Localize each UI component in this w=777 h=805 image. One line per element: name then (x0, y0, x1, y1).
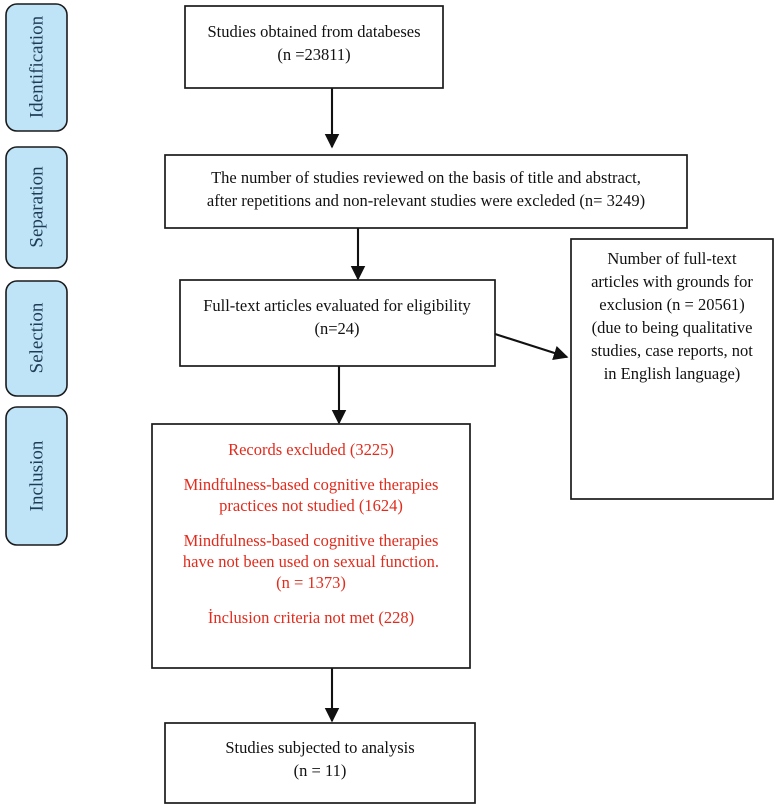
box-full-text-excluded-line-2: articles with grounds for (591, 272, 753, 291)
box-included-rect (164, 722, 476, 804)
stage-identification-box (5, 3, 68, 132)
records-excluded-group-2-line-1: Mindfulness-based cognitive therapies (184, 475, 439, 494)
box-screening-line-1: The number of studies reviewed on the ba… (211, 168, 641, 187)
box-screening: The number of studies reviewed on the ba… (164, 154, 688, 229)
connectors (324, 88, 569, 723)
records-excluded-group-1-line-1: Records excluded (3225) (228, 440, 394, 459)
stage-separation-label: Separation (26, 166, 47, 248)
box-eligibility: Full-text articles evaluated for eligibi… (179, 279, 496, 367)
connector-eligibility-to-full-text-excluded (494, 332, 569, 360)
box-full-text-excluded: Number of full-text articles with ground… (570, 238, 774, 500)
box-full-text-excluded-line-6: in English language) (604, 364, 741, 383)
box-records-excluded: Records excluded (3225) Mindfulness-base… (151, 423, 471, 669)
box-identification-line-1: Studies obtained from databeses (207, 22, 420, 41)
stage-selection: Selection (5, 280, 68, 397)
stage-inclusion-box (5, 406, 68, 546)
stage-rail: Identification Separation Selection Incl… (5, 3, 68, 546)
box-included-line-2: (n = 11) (294, 761, 347, 780)
stage-separation: Separation (5, 146, 68, 269)
box-screening-line-2: after repetitions and non-relevant studi… (207, 191, 645, 210)
box-full-text-excluded-line-1: Number of full-text (607, 249, 737, 268)
records-excluded-group-3-line-1: Mindfulness-based cognitive therapies (184, 531, 439, 550)
box-screening-rect (164, 154, 688, 229)
stage-inclusion-label: Inclusion (26, 440, 47, 511)
box-full-text-excluded-line-5: studies, case reports, not (591, 341, 753, 360)
box-records-excluded-rect (151, 423, 471, 669)
box-included-line-1: Studies subjected to analysis (225, 738, 414, 757)
records-excluded-group-3-line-2: have not been used on sexual function. (183, 552, 439, 571)
records-excluded-group-2-line-2: practices not studied (1624) (219, 496, 403, 515)
box-eligibility-line-1: Full-text articles evaluated for eligibi… (203, 296, 471, 315)
box-identification: Studies obtained from databeses (n =2381… (184, 5, 444, 89)
records-excluded-group-3-line-3: (n = 1373) (276, 573, 346, 592)
stage-identification: Identification (5, 3, 68, 132)
box-eligibility-line-2: (n=24) (314, 319, 359, 338)
box-full-text-excluded-line-4: (due to being qualitative (592, 318, 753, 337)
stage-selection-box (5, 280, 68, 397)
box-identification-rect (184, 5, 444, 89)
records-excluded-group-4-line-1: İnclusion criteria not met (228) (208, 608, 414, 627)
stage-inclusion: Inclusion (5, 406, 68, 546)
stage-identification-label: Identification (26, 15, 47, 118)
box-eligibility-rect (179, 279, 496, 367)
box-full-text-excluded-rect (570, 238, 774, 500)
stage-selection-label: Selection (26, 302, 47, 373)
stage-separation-box (5, 146, 68, 269)
box-full-text-excluded-line-3: exclusion (n = 20561) (599, 295, 744, 314)
box-included: Studies subjected to analysis (n = 11) (164, 722, 476, 804)
box-identification-line-2: (n =23811) (277, 45, 350, 64)
